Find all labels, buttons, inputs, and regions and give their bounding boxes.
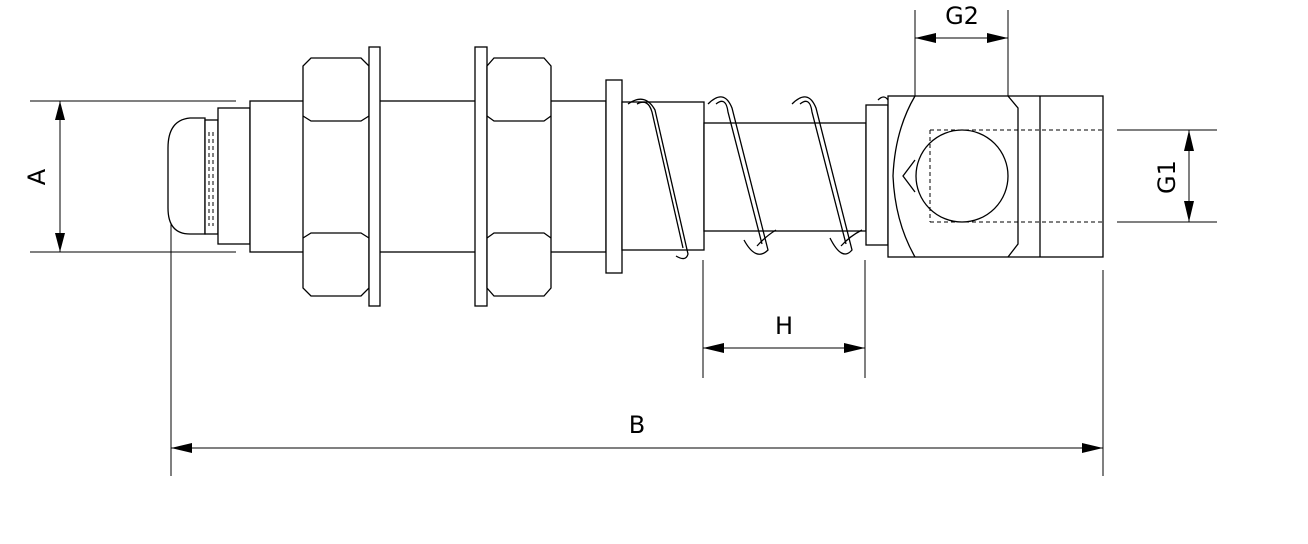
dimension-A bbox=[55, 101, 65, 252]
rod bbox=[703, 104, 889, 246]
washer-left bbox=[368, 46, 381, 307]
hex-nut-left bbox=[302, 57, 370, 297]
dimension-B bbox=[171, 443, 1103, 453]
button-cap bbox=[167, 117, 219, 235]
flange bbox=[605, 79, 705, 274]
rod-end-eye bbox=[887, 95, 1104, 258]
dimension-H bbox=[703, 343, 865, 353]
hex-nut-right bbox=[486, 57, 552, 297]
label-G2: G2 bbox=[945, 2, 979, 30]
extension-lines bbox=[30, 10, 1217, 476]
label-H: H bbox=[775, 312, 793, 340]
label-A: A bbox=[23, 168, 51, 185]
dimension-G1 bbox=[1184, 130, 1194, 222]
dimension-G2 bbox=[915, 33, 1008, 43]
washer-right bbox=[474, 46, 488, 307]
label-G1: G1 bbox=[1153, 160, 1181, 194]
spring bbox=[627, 96, 889, 260]
label-B: B bbox=[629, 411, 645, 439]
